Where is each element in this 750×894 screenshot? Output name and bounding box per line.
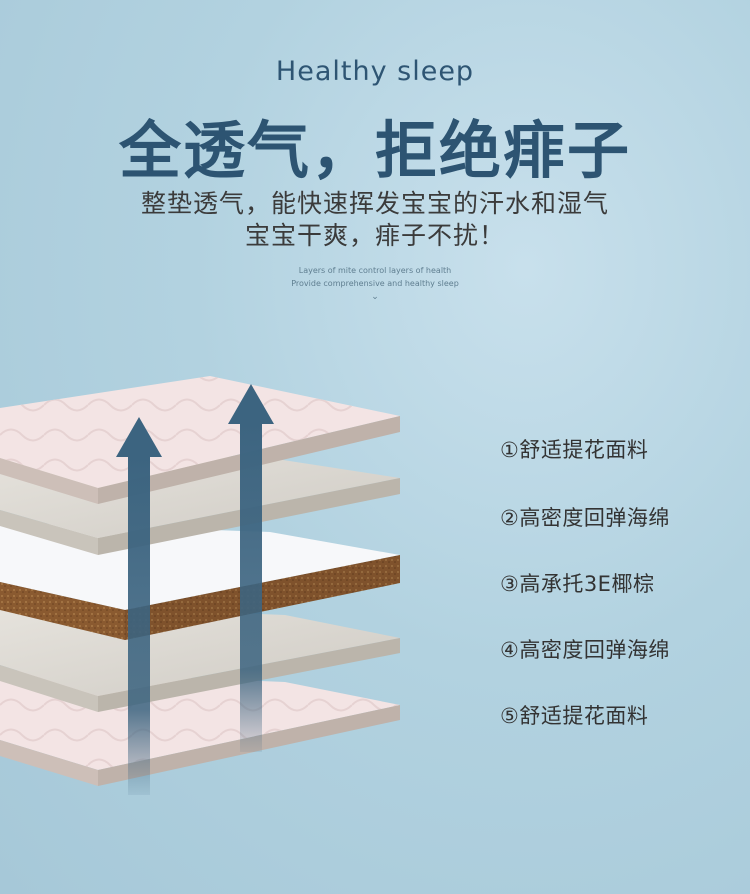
layer-label-5: ⑤舒适提花面料 <box>500 704 649 728</box>
layer-label-1: ①舒适提花面料 <box>500 438 649 462</box>
subheading-line-1: 整垫透气，能快速挥发宝宝的汗水和湿气 <box>140 189 609 218</box>
layer-label-2: ②高密度回弹海绵 <box>500 506 670 530</box>
fine-print-line-2: Provide comprehensive and healthy sleep <box>291 279 459 288</box>
subheading-line-2: 宝宝干爽，痱子不扰！ <box>244 221 505 250</box>
fine-print-line-1: Layers of mite control layers of health <box>298 266 452 275</box>
headline: 全透气，拒绝痱子 <box>118 114 631 187</box>
eyebrow-title: Healthy sleep <box>275 56 475 87</box>
chevron-down-icon: ⌄ <box>371 292 379 302</box>
layer-label-4: ④高密度回弹海绵 <box>500 638 670 662</box>
mattress-layers-illustration <box>0 376 400 795</box>
airflow-arrow-left <box>116 417 162 795</box>
layer-label-3: ③高承托3E椰棕 <box>500 572 655 596</box>
airflow-arrow-right <box>228 384 274 752</box>
